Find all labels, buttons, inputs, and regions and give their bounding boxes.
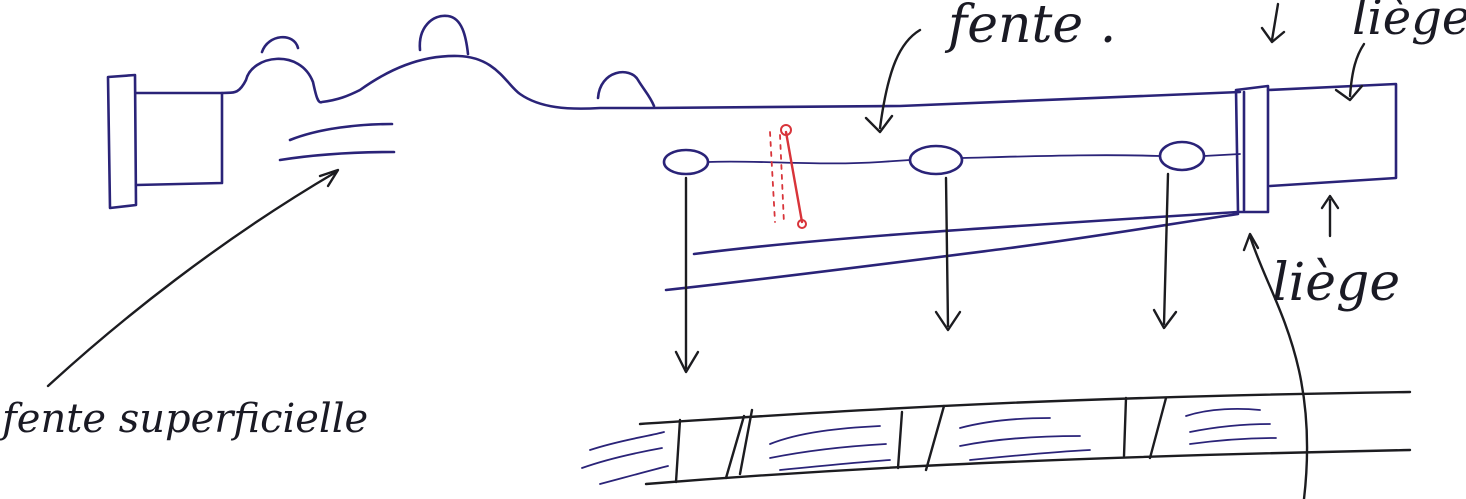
label-fente-superficielle: fente superficielle	[0, 396, 368, 442]
red-pin-mark	[769, 124, 807, 229]
crack-line	[707, 153, 1241, 165]
arrows	[46, 2, 1366, 499]
tone-hole-row	[662, 140, 1241, 176]
label-liege-top: liège	[1352, 0, 1466, 46]
cork-ring	[1234, 84, 1270, 214]
label-fente: fente .	[944, 0, 1116, 55]
label-liege-right: liège	[1272, 253, 1400, 313]
tone-hole-2	[908, 144, 964, 176]
unrolled-crack-detail	[581, 390, 1412, 486]
tone-hole-1	[662, 148, 710, 176]
left-end-cap	[106, 73, 224, 210]
right-tenon	[1266, 82, 1398, 188]
tone-hole-3	[1158, 140, 1206, 172]
surface-crack-marks	[278, 122, 396, 162]
